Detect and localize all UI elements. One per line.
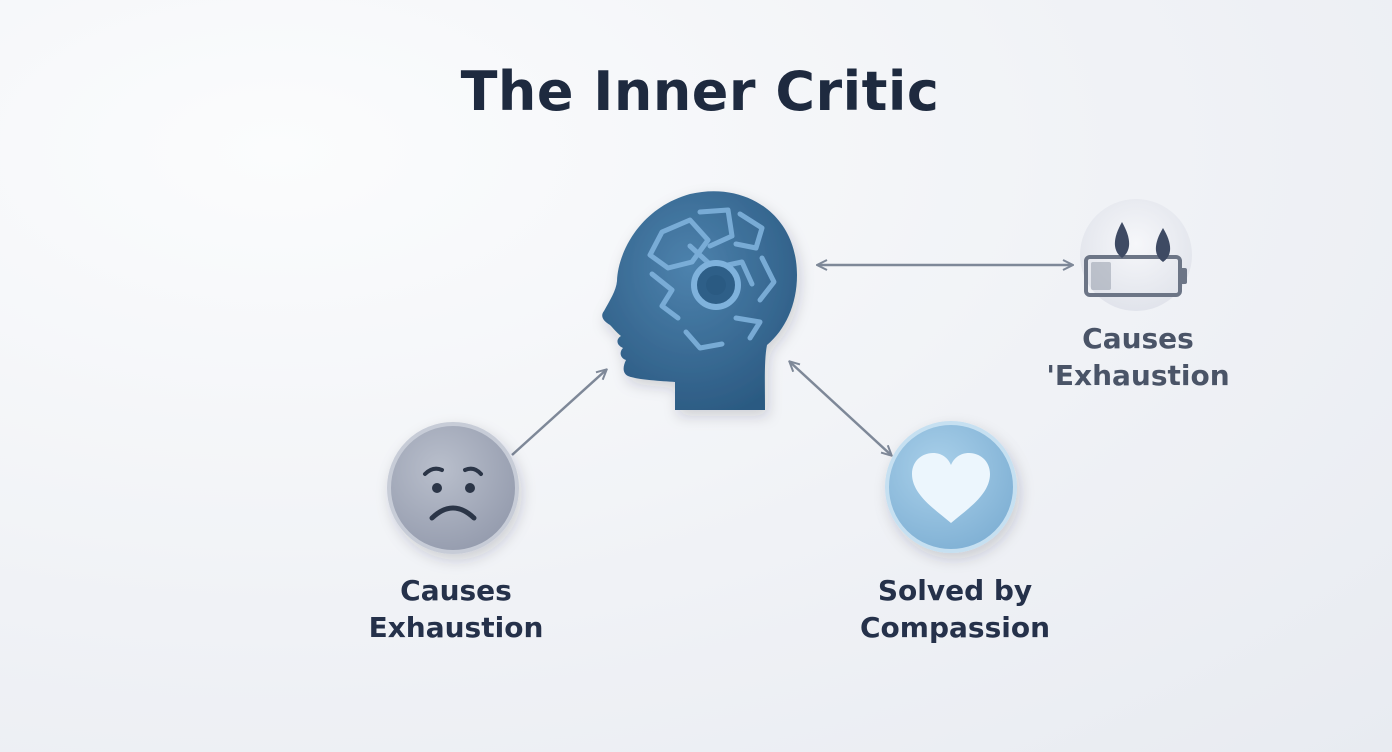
label-line-1: Solved by — [877, 574, 1033, 607]
label-line-1: Causes — [400, 574, 512, 607]
label-solved-by-compassion: Solved by Compassion — [840, 572, 1070, 646]
label-causes-exhaustion-left: Causes Exhaustion — [346, 572, 566, 646]
head-with-brain-icon — [602, 191, 797, 410]
label-line-2: 'Exhaustion — [1046, 359, 1230, 392]
diagram-title: The Inner Critic — [460, 60, 940, 123]
label-line-2: Exhaustion — [368, 611, 544, 644]
connector-head-to-heart — [790, 362, 891, 455]
sad-face-icon — [387, 422, 519, 554]
label-line-2: Compassion — [860, 611, 1050, 644]
label-line-1: Causes — [1082, 322, 1194, 355]
label-causes-exhaustion-right: Causes 'Exhaustion — [1028, 320, 1248, 394]
drained-battery-icon — [1080, 199, 1192, 311]
heart-icon — [885, 421, 1017, 553]
connector-sad-to-head — [511, 370, 606, 456]
